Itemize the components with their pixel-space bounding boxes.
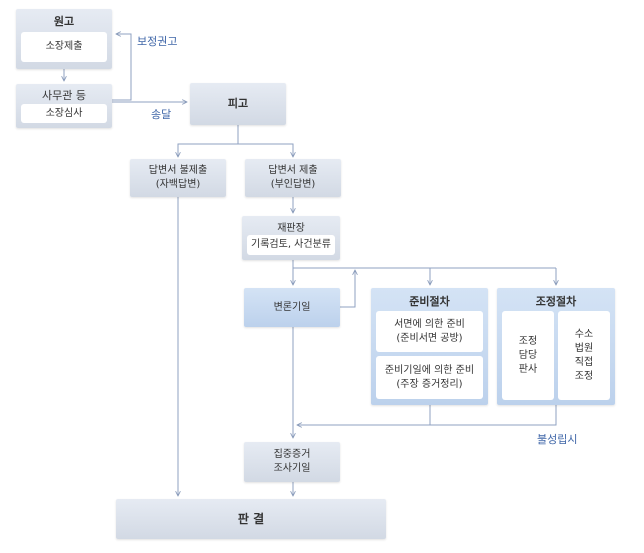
complaint-review-step: 소장심사 [21,104,107,123]
judgment-box: 판 결 [116,499,386,539]
judgment-text: 판 결 [237,512,265,526]
court-clerk-title: 사무관 등 [42,89,86,102]
preparatory-procedure-box: 준비절차 서면에 의한 준비 (준비서면 공방) 준비기일에 의한 준비 (주장… [371,288,488,405]
mediation-failure-label: 불성립시 [537,433,578,446]
answer-not-submitted-text: 답변서 불제출 (자백답변) [148,165,208,190]
answer-not-submitted-box: 답변서 불제출 (자백답변) [130,159,226,197]
correction-recommendation-label: 보정권고 [137,35,178,48]
complaint-filing-step: 소장제출 [21,32,107,62]
court-direct-mediation-step: 수소 법원 직접 조정 [558,311,610,400]
service-label: 송달 [151,108,172,121]
answer-submitted-box: 답변서 제출 (부인답변) [245,159,341,197]
defendant-box: 피고 [190,83,286,125]
written-preparation-step: 서면에 의한 준비 (준비서면 공방) [376,311,483,352]
preparatory-date-step: 준비기일에 의한 준비 (주장 증거정리) [376,356,483,399]
mediation-procedure-box: 조정절차 조정 담당 판사 수소 법원 직접 조정 [497,288,615,405]
court-clerk-box: 사무관 등 소장심사 [16,84,112,128]
mediation-procedure-title: 조정절차 [535,295,577,308]
plaintiff-box: 원고 소장제출 [16,9,112,69]
plaintiff-title: 원고 [53,15,75,28]
evidence-examination-text: 집중증거 조사기일 [273,449,311,474]
answer-submitted-text: 답변서 제출 (부인답변) [268,165,318,190]
pleading-date-box: 변론기일 [244,288,340,327]
defendant-title: 피고 [227,97,249,110]
presiding-judge-title: 재판장 [277,223,305,234]
pleading-date-text: 변론기일 [273,301,311,313]
case-review-step: 기록검토, 사건분류 [247,235,335,255]
mediation-judge-step: 조정 담당 판사 [502,311,554,400]
preparatory-procedure-title: 준비절차 [409,295,450,308]
evidence-examination-box: 집중증거 조사기일 [244,442,340,482]
presiding-judge-box: 재판장 기록검토, 사건분류 [242,216,340,260]
